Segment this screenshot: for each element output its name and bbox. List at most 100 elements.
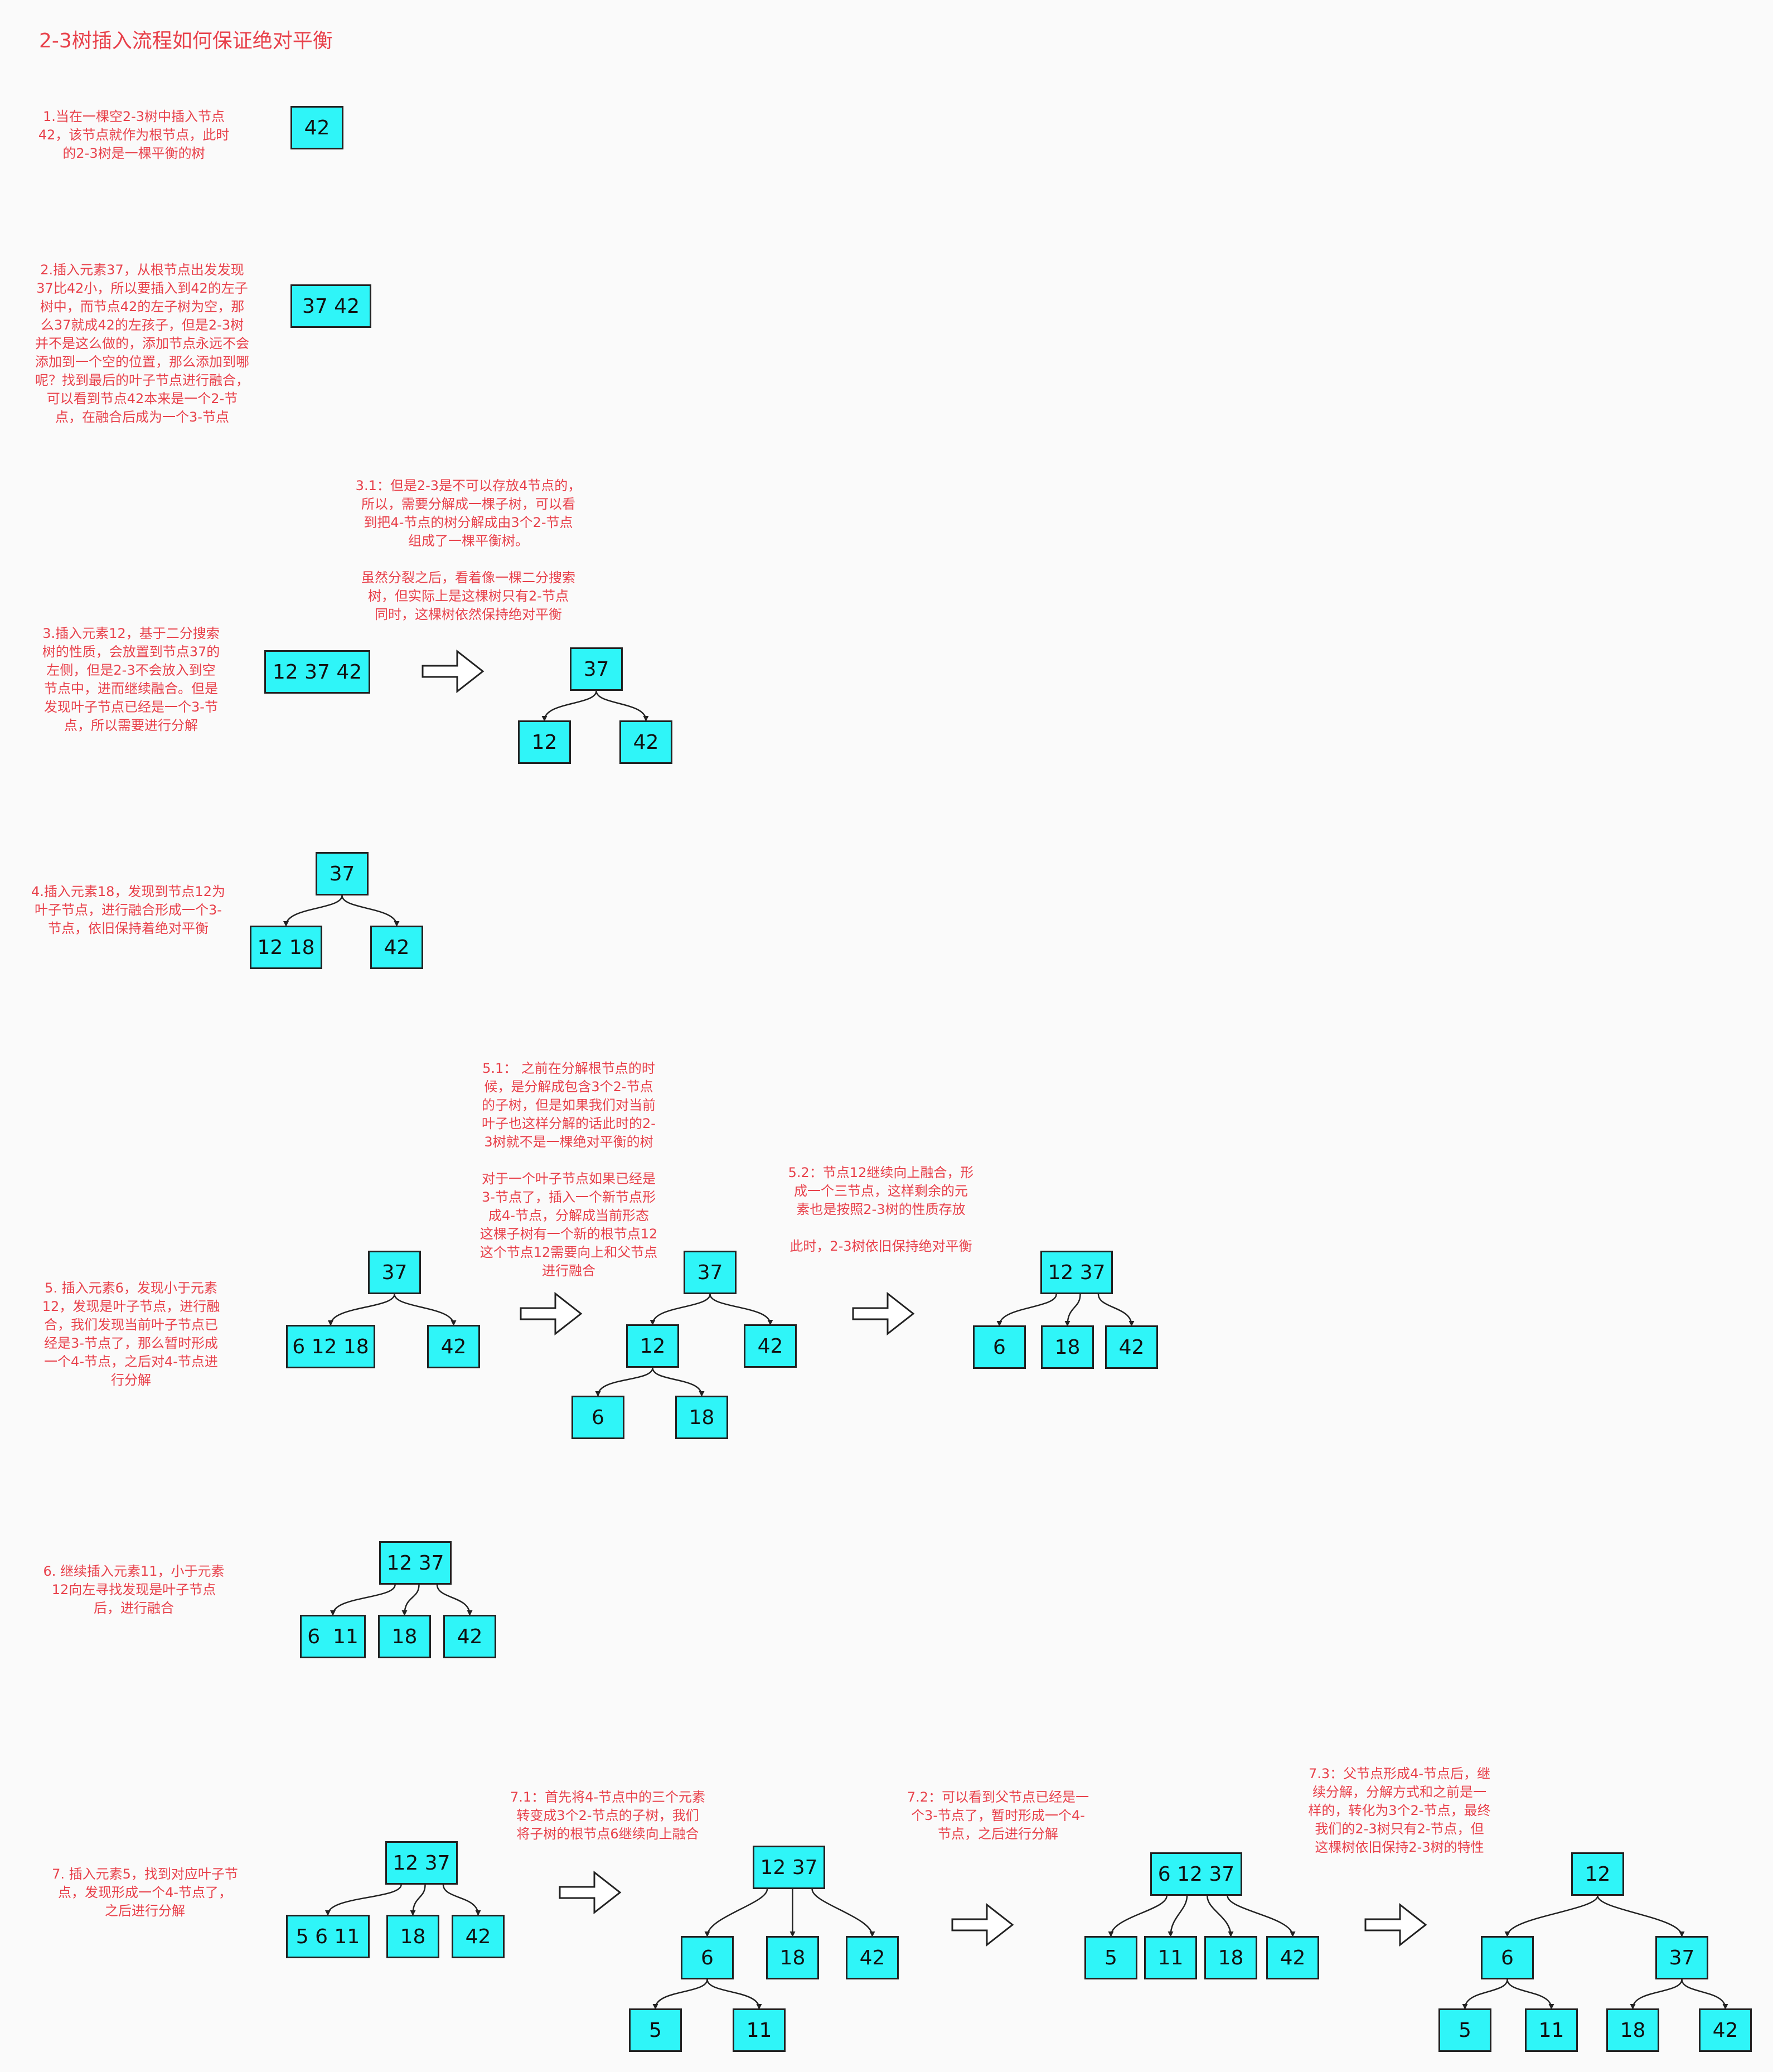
tree-edge [442, 1884, 481, 1916]
tree-node: 12 37 [1040, 1251, 1113, 1294]
tree-node: 6 [681, 1936, 734, 1979]
tree-node: 6 12 37 [1150, 1852, 1242, 1896]
note-step-4: 4.插入元素18，发现到节点12为 叶子节点，进行融合形成一个3- 节点，依旧保… [31, 884, 225, 936]
tree-edge [706, 1979, 762, 2010]
process-arrow [951, 1902, 1014, 1947]
tree-edge [704, 1889, 768, 1937]
tree-edge [1506, 1979, 1554, 2010]
process-arrow [852, 1291, 915, 1336]
tree-node: 5 [629, 2008, 682, 2052]
tree-node: 37 [570, 647, 623, 691]
tree-edge [328, 1294, 395, 1326]
tree-node: 11 [1525, 2008, 1578, 2052]
tree-node: 11 [1144, 1936, 1197, 1979]
tree-node: 37 42 [290, 284, 371, 328]
tree-edge [283, 895, 343, 927]
tree-node: 18 [1606, 2008, 1659, 2052]
process-arrow [559, 1870, 622, 1915]
tree-edge [410, 1884, 426, 1916]
process-arrow [422, 649, 485, 694]
note-step-2: 2.插入元素37，从根节点出发发现 37比42小，所以要插入到42的左子 树中，… [35, 262, 249, 425]
tree-node: 6 [973, 1325, 1026, 1369]
note-step-5: 5. 插入元素6，发现小于元素 12，发现是叶子节点，进行融 合，我们发现当前叶… [42, 1280, 220, 1388]
note-step-3: 3.插入元素12，基于二分搜索 树的性质，会放置到节点37的 左侧，但是2-3不… [42, 626, 220, 733]
tree-edge [401, 1584, 420, 1616]
tree-edge [996, 1294, 1057, 1327]
tree-edge [595, 690, 649, 722]
tree-node: 18 [675, 1396, 728, 1439]
tree-node: 42 [370, 926, 423, 969]
tree-node: 42 [290, 106, 343, 149]
note-step-6: 6. 继续插入元素11，小于元素 12向左寻找发现是叶子节点 后，进行融合 [43, 1563, 225, 1616]
tree-edge [1630, 1979, 1683, 2010]
tree-node: 18 [1041, 1325, 1094, 1369]
process-arrow [1364, 1902, 1427, 1947]
tree-node: 42 [744, 1324, 797, 1368]
tree-node: 6 12 18 [286, 1325, 375, 1368]
tree-edge [1227, 1895, 1296, 1937]
tree-node: 18 [766, 1936, 819, 1979]
tree-edge [1681, 1979, 1728, 2010]
tree-node: 5 [1438, 2008, 1491, 2052]
tree-edge [1597, 1895, 1685, 1937]
tree-node: 42 [1266, 1936, 1319, 1979]
tree-edge [650, 1294, 711, 1325]
note-step-7-1: 7.1：首先将4-节点中的三个元素 转变成3个2-节点的子树，我们 将子树的根节… [510, 1789, 706, 1842]
tree-edge [1168, 1895, 1188, 1937]
tree-edge [330, 1584, 396, 1616]
tree-node: 6 [1481, 1936, 1534, 1979]
tree-edge [436, 1584, 473, 1616]
tree-edge [541, 690, 597, 722]
tree-node: 42 [1105, 1325, 1158, 1369]
note-step-7-2: 7.2：可以看到父节点已经是一 个3-节点了，暂时形成一个4- 节点，之后进行分… [907, 1789, 1089, 1842]
process-arrow [520, 1291, 583, 1336]
tree-edge [652, 1979, 708, 2010]
tree-node: 6 [571, 1396, 624, 1439]
tree-node: 12 [626, 1324, 679, 1368]
tree-node: 42 [619, 720, 672, 764]
tree-node: 12 37 [379, 1541, 452, 1585]
tree-edge [1207, 1895, 1234, 1937]
tree-node: 18 [378, 1615, 431, 1658]
note-step-1: 1.当在一棵空2-3树中插入节点 42，该节点就作为根节点，此时 的2-3树是一… [38, 109, 230, 161]
tree-node: 37 [316, 852, 369, 895]
tree-node: 5 6 11 [286, 1915, 370, 1958]
note-step-3-1: 3.1：但是2-3是不可以存放4节点的， 所以，需要分解成一棵子树，可以看 到把… [355, 478, 582, 622]
note-step-7: 7. 插入元素5，找到对应叶子节 点，发现形成一个4-节点了， 之后进行分解 [52, 1866, 238, 1919]
tree-node: 6 11 [300, 1615, 366, 1658]
tree-edge [1064, 1294, 1081, 1327]
tree-edge [811, 1889, 875, 1937]
tree-node: 12 37 [385, 1841, 458, 1885]
tree-node: 12 37 42 [264, 650, 370, 694]
tree-edge [709, 1294, 773, 1325]
tree-edge [1097, 1294, 1135, 1327]
tree-node: 11 [733, 2008, 786, 2052]
tree-node: 37 [684, 1251, 737, 1294]
tree-node: 42 [846, 1936, 899, 1979]
tree-node: 18 [386, 1915, 439, 1958]
tree-edge [325, 1884, 402, 1916]
tree-edge [394, 1294, 457, 1326]
tree-node: 37 [1655, 1936, 1708, 1979]
tree-node: 12 18 [250, 926, 322, 969]
tree-node: 42 [1699, 2008, 1752, 2052]
note-step-7-3: 7.3：父节点形成4-节点后，继 续分解，分解方式和之前是一 样的，转化为3个2… [1308, 1766, 1491, 1855]
tree-node: 5 [1084, 1936, 1137, 1979]
tree-node: 12 [1571, 1852, 1624, 1896]
tree-node: 42 [443, 1615, 496, 1658]
tree-node: 12 [518, 720, 571, 764]
tree-edge [1504, 1895, 1598, 1937]
note-step-5-1: 5.1： 之前在分解根节点的时 候，是分解成包含3个2-节点 的子树，但是如果我… [479, 1061, 658, 1279]
tree-node: 12 37 [753, 1846, 825, 1889]
tree-node: 37 [368, 1251, 421, 1294]
tree-edge [595, 1367, 653, 1397]
tree-edge [652, 1367, 705, 1397]
tree-node: 18 [1204, 1936, 1257, 1979]
diagram-title: 2-3树插入流程如何保证绝对平衡 [39, 30, 333, 52]
tree-edge [1462, 1979, 1508, 2010]
note-step-5-2: 5.2：节点12继续向上融合，形 成一个三节点，这样剩余的元 素也是按照2-3树… [788, 1165, 974, 1254]
tree-node: 42 [452, 1915, 505, 1958]
tree-edge [1108, 1895, 1168, 1937]
tree-node: 42 [427, 1325, 480, 1368]
